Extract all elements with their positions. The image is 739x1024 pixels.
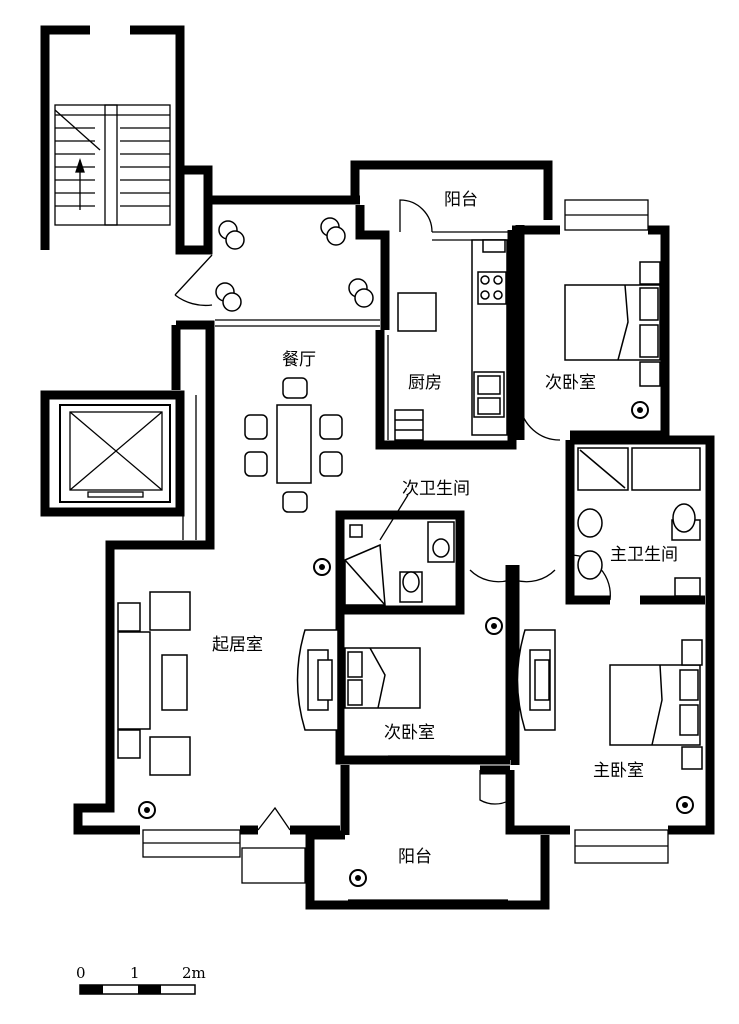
label-bedroom-center: 次卧室 (384, 723, 435, 743)
living-room-furniture (117, 591, 339, 776)
scale-tick-2: 2m (182, 964, 206, 982)
scale-bar: 0 1 2m (76, 964, 206, 995)
center-bedroom-furniture (344, 647, 421, 709)
dining-table-set (244, 377, 343, 513)
master-bath-fixtures (577, 447, 701, 597)
label-bathroom-master: 主卫生间 (610, 545, 678, 565)
scale-tick-0: 0 (76, 964, 86, 982)
label-dining: 餐厅 (282, 350, 316, 370)
ne-bedroom-furniture (564, 261, 661, 387)
stairwell (40, 25, 185, 250)
label-balcony-north: 阳台 (444, 190, 478, 210)
elevator (69, 395, 197, 540)
label-bedroom-ne: 次卧室 (545, 373, 596, 393)
label-kitchen: 厨房 (408, 373, 442, 393)
label-bedroom-master: 主卧室 (593, 761, 644, 781)
secondary-bath-fixtures (344, 494, 455, 606)
label-bathroom-secondary: 次卫生间 (402, 479, 470, 499)
scale-tick-1: 1 (130, 964, 140, 982)
floor-drain-markers (138, 401, 694, 887)
plants-corridor (215, 217, 374, 312)
exterior-walls (40, 160, 715, 910)
windows (142, 164, 705, 901)
master-bedroom-furniture (516, 629, 703, 770)
label-living: 起居室 (212, 635, 263, 655)
label-balcony-south: 阳台 (398, 847, 432, 867)
kitchen-fittings (394, 239, 508, 441)
